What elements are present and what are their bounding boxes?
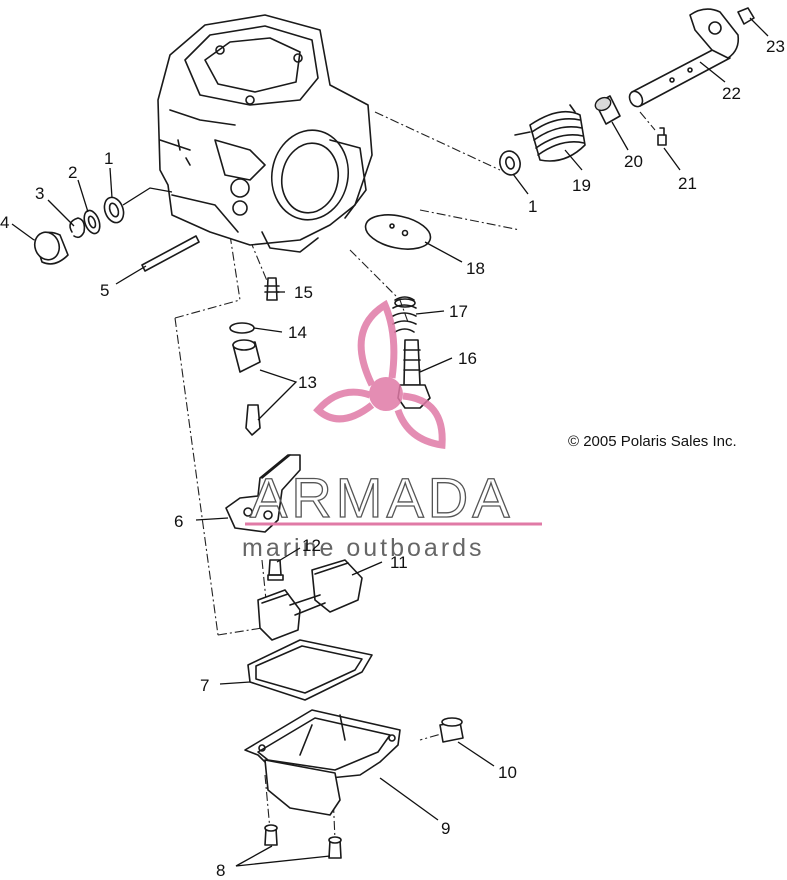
callout-9: 9 (441, 819, 450, 838)
shaft-part-5 (141, 235, 200, 272)
o-ring-part-14 (229, 322, 255, 334)
screw-part-21 (657, 127, 667, 146)
callout-1-right: 1 (528, 197, 537, 216)
callout-11: 11 (390, 553, 408, 572)
plate-part-18 (364, 214, 432, 250)
callout-21: 21 (678, 174, 697, 193)
carburetor-body (157, 14, 373, 253)
screw-part-23 (737, 7, 755, 25)
armada-propeller-logo (313, 299, 446, 450)
drain-screw-part-10 (439, 717, 464, 743)
callout-22: 22 (722, 84, 741, 103)
callout-14: 14 (288, 323, 307, 342)
callout-3: 3 (35, 184, 44, 203)
gasket-part-7 (247, 639, 373, 701)
callout-1: 1 (104, 149, 113, 168)
float-part-11 (257, 559, 363, 641)
callout-2: 2 (68, 163, 77, 182)
callout-5: 5 (100, 281, 109, 300)
callout-8: 8 (216, 861, 225, 880)
watermark-brand: ARMADA (250, 466, 514, 529)
cap-part-4 (33, 231, 69, 265)
armada-watermark: ARMADA marine outboards (242, 299, 542, 562)
bushing-part-20 (594, 95, 621, 125)
callout-20: 20 (624, 152, 643, 171)
callout-18: 18 (466, 259, 485, 278)
callout-10: 10 (498, 763, 517, 782)
leader-lines (11, 17, 769, 867)
float-bowl-part-9 (244, 709, 401, 816)
callout-12: 12 (302, 536, 321, 555)
callout-19: 19 (572, 176, 591, 195)
callout-17: 17 (449, 302, 468, 321)
callout-16: 16 (458, 349, 477, 368)
screw-part-12 (267, 559, 284, 581)
needle-jet-part-13 (232, 339, 261, 436)
callout-15: 15 (294, 283, 313, 302)
throttle-shaft-part-22 (628, 8, 740, 108)
callout-13: 13 (298, 373, 317, 392)
copyright-notice: © 2005 Polaris Sales Inc. (568, 433, 737, 450)
screws-part-8 (264, 824, 342, 859)
bracket-part-6 (225, 454, 301, 533)
clip-part-3 (69, 217, 86, 239)
seal-part-1-left (103, 196, 125, 224)
pilot-jet-part-15 (264, 277, 280, 301)
spring-part-17 (392, 296, 417, 333)
callout-4: 4 (0, 213, 9, 232)
spring-part-19 (514, 104, 586, 162)
callout-labels: 1 2 3 4 5 6 7 8 9 10 11 12 13 14 15 16 1… (0, 37, 785, 880)
watermark-tagline: marine outboards (242, 534, 485, 562)
callout-7: 7 (200, 676, 209, 695)
callout-23: 23 (766, 37, 785, 56)
seal-part-1-right (499, 150, 521, 176)
callout-6: 6 (174, 512, 183, 531)
